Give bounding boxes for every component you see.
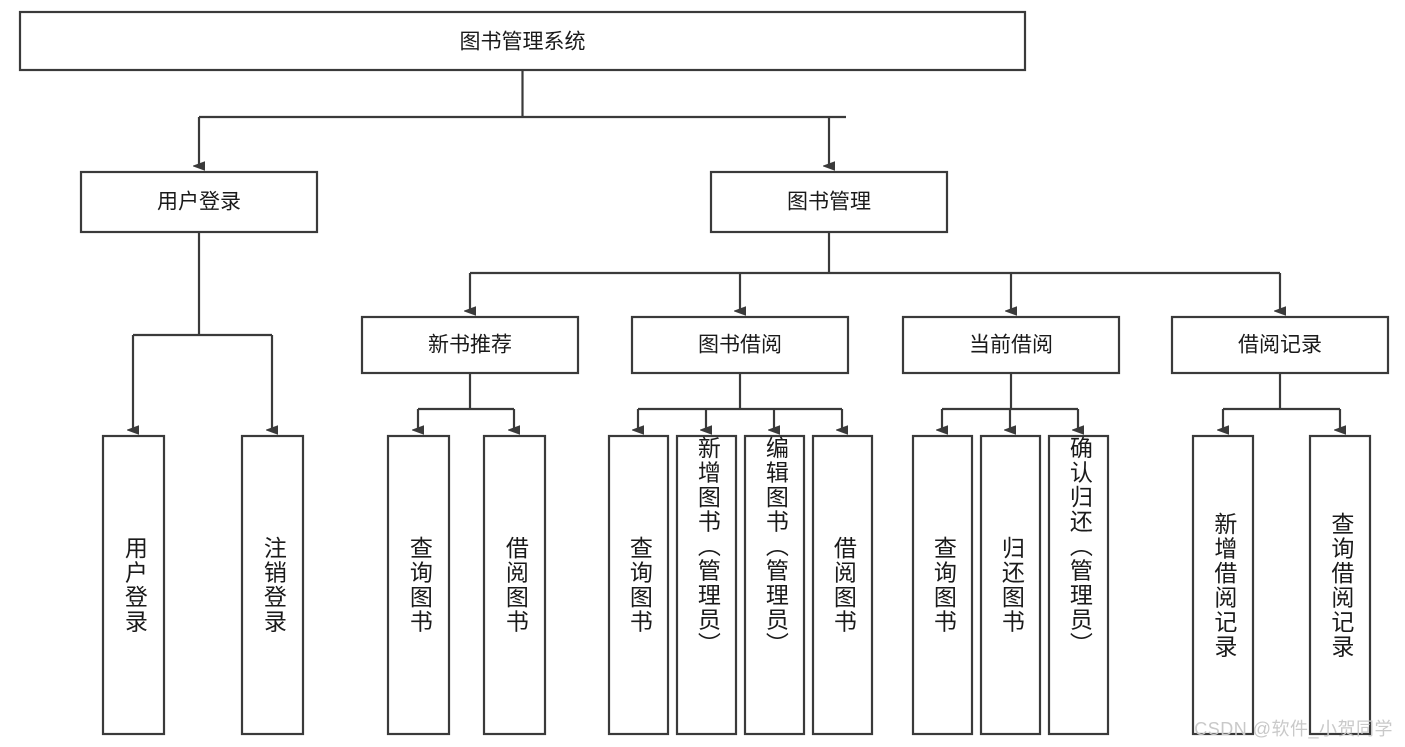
leaf-query-book-1-box[interactable] (386, 434, 451, 736)
node-book-manage[interactable]: 图书管理 (709, 170, 949, 234)
node-new-book-rec-label: 新书推荐 (428, 334, 512, 357)
leaf-user-login-box[interactable] (101, 434, 166, 736)
node-book-borrow[interactable]: 图书借阅 (630, 315, 850, 375)
leaf-query-book-3-box[interactable] (911, 434, 974, 736)
leaf-user-logout-box[interactable] (240, 434, 305, 736)
connector-group-root (199, 70, 846, 166)
leaf-query-record-box[interactable] (1308, 434, 1372, 736)
leaf-borrow-book-1-box[interactable] (482, 434, 547, 736)
node-borrow-record-label: 借阅记录 (1238, 334, 1322, 357)
leaf-edit-book-box[interactable] (743, 434, 806, 736)
node-user-login-box[interactable] (79, 170, 319, 234)
connector-group-current-borrow (942, 373, 1078, 430)
node-borrow-record-box[interactable] (1170, 315, 1390, 375)
node-user-login[interactable]: 用户登录 (79, 170, 319, 234)
leaf-add-record-box[interactable] (1191, 434, 1255, 736)
leaf-borrow-book-2-box[interactable] (811, 434, 874, 736)
node-book-manage-box[interactable] (709, 170, 949, 234)
node-new-book-rec[interactable]: 新书推荐 (360, 315, 580, 375)
leaf-return-book-box[interactable] (979, 434, 1042, 736)
node-new-book-rec-box[interactable] (360, 315, 580, 375)
connector-group-user-login (133, 232, 272, 430)
connector-group-borrow-record (1223, 373, 1340, 430)
leaf-add-book-box[interactable] (675, 434, 738, 736)
node-current-borrow-label: 当前借阅 (969, 334, 1053, 357)
connector-group-book-manage (470, 232, 1280, 311)
leaf-confirm-return-box[interactable] (1047, 434, 1110, 736)
connector-group-book-borrow (638, 373, 842, 430)
node-borrow-record[interactable]: 借阅记录 (1170, 315, 1390, 375)
node-book-borrow-label: 图书借阅 (698, 334, 782, 357)
node-root-box[interactable] (18, 10, 1027, 72)
node-root-label: 图书管理系统 (460, 31, 586, 54)
node-user-login-label: 用户登录 (157, 191, 241, 214)
node-root[interactable]: 图书管理系统 (18, 10, 1027, 72)
node-current-borrow-box[interactable] (901, 315, 1121, 375)
node-current-borrow[interactable]: 当前借阅 (901, 315, 1121, 375)
node-book-manage-label: 图书管理 (787, 191, 871, 214)
connector-group-new-book-rec (418, 373, 514, 430)
csdn-watermark: CSDN @软件_小贺同学 (1194, 719, 1393, 739)
node-book-borrow-box[interactable] (630, 315, 850, 375)
leaf-query-book-2-box[interactable] (607, 434, 670, 736)
